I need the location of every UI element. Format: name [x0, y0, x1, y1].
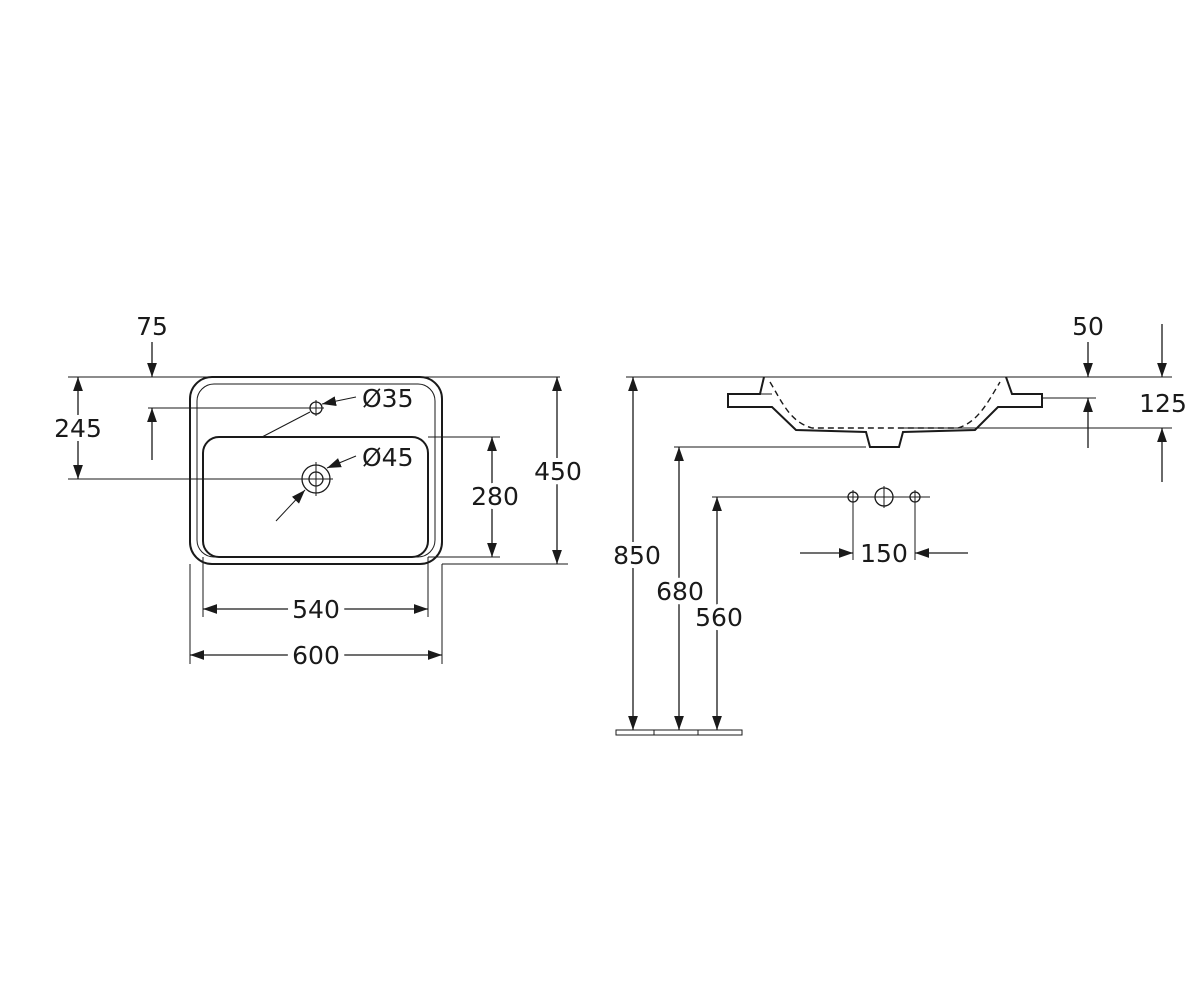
drain-diameter-label: Ø45: [362, 443, 414, 472]
dim-600: 600: [190, 635, 442, 676]
dim-150: 150: [800, 539, 968, 568]
dim-75-label: 75: [136, 312, 168, 341]
dim-680: 680: [652, 447, 708, 730]
tap-hole-leader: [261, 411, 311, 438]
dim-75: 75: [136, 312, 168, 460]
dim-560: 560: [691, 497, 747, 730]
dim-560-label: 560: [695, 603, 743, 632]
floor-line: [615, 729, 743, 736]
dim-50-label: 50: [1072, 312, 1104, 341]
dim-245: 245: [50, 377, 106, 479]
dim-680-label: 680: [656, 577, 704, 606]
dim-50: 50: [1072, 312, 1104, 448]
dim-850-label: 850: [613, 541, 661, 570]
tap-hole-diameter-label: Ø35: [362, 384, 414, 413]
dim-280: 280: [467, 437, 523, 557]
side-view: 50 125 850 680 560 150: [609, 312, 1191, 736]
drain-leader: [275, 489, 306, 522]
bowl-hidden-line: [769, 381, 1001, 429]
dim-850: 850: [609, 377, 665, 730]
bowl-outline: [202, 436, 429, 558]
dim-245-label: 245: [54, 414, 102, 443]
dim-450: 450: [530, 377, 586, 564]
dim-125: 125: [1135, 324, 1191, 482]
plan-view: 75 245 280 450 540 600 Ø35 Ø45: [50, 312, 586, 676]
dim-600-label: 600: [292, 641, 340, 670]
basin-profile: [727, 376, 1043, 448]
dim-280-label: 280: [471, 482, 519, 511]
drain-symbol: [299, 462, 333, 496]
dim-125-label: 125: [1139, 389, 1187, 418]
dim-150-label: 150: [860, 539, 908, 568]
dim-540: 540: [203, 589, 428, 630]
dim-540-label: 540: [292, 595, 340, 624]
dim-450-label: 450: [534, 457, 582, 486]
